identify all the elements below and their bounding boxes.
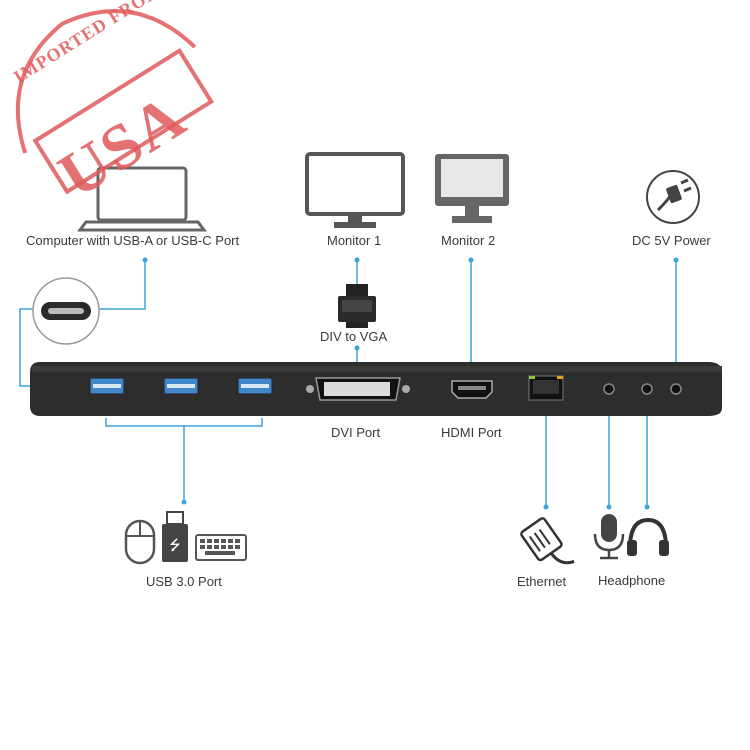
microphone-icon [593,514,625,560]
laptop-icon [77,166,207,232]
power-plug-icon [646,170,700,224]
usb-c-icon [32,277,100,345]
monitor-2-label: Monitor 2 [441,233,496,248]
ethernet-label: Ethernet [517,574,567,589]
hdmi-port [451,380,493,399]
div-to-vga-label: DIV to VGA [320,329,388,344]
headphones-icon [627,517,669,556]
mouse-icon [124,519,156,565]
connector-lines [19,260,677,505]
usb-port-label: USB 3.0 Port [146,574,222,589]
ethernet-port [528,375,564,401]
keyboard-icon [195,534,247,561]
computer-label: Computer with USB-A or USB-C Port [26,233,240,248]
monitor-2-icon [435,154,509,223]
usb-drive-icon: ⭍ [162,511,188,562]
imported-from-usa-stamp [15,9,214,195]
headphone-label: Headphone [598,573,666,588]
svg-text:⭍: ⭍ [169,538,181,554]
monitor-icon [305,152,405,228]
hdmi-port-label: HDMI Port [441,425,502,440]
dock-body [30,362,722,416]
dvi-port [306,377,410,401]
usb-ports [89,377,273,395]
connector-dots [142,257,679,510]
dvi-port-label: DVI Port [331,425,381,440]
dc-power-label: DC 5V Power [632,233,711,248]
dc-jack [670,383,682,395]
mic-jack [603,383,615,395]
dvi-vga-adapter-icon [338,284,376,328]
ethernet-cable-icon [520,517,575,565]
headphone-jack [641,383,653,395]
monitor-1-label: Monitor 1 [327,233,382,248]
